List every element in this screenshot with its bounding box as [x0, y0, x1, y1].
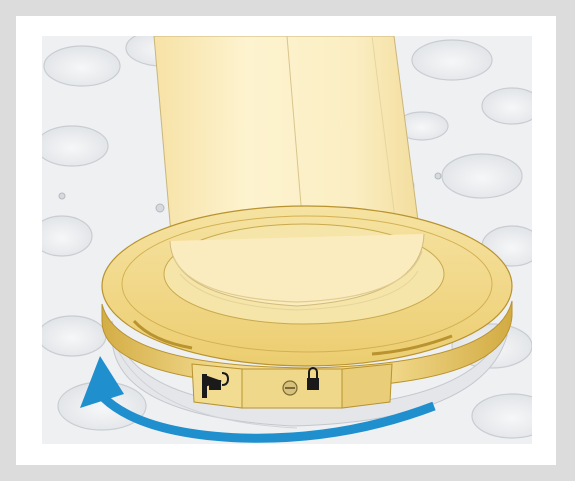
release-screw	[282, 380, 298, 396]
rotation-arrow	[80, 356, 436, 443]
illustration-viewport	[42, 36, 532, 444]
figure-frame	[16, 16, 556, 465]
lock-icon	[307, 367, 319, 390]
column-collar	[169, 233, 425, 311]
unlock-icon	[202, 372, 230, 398]
illustration-canvas	[42, 36, 532, 443]
locking-ring	[101, 205, 513, 409]
